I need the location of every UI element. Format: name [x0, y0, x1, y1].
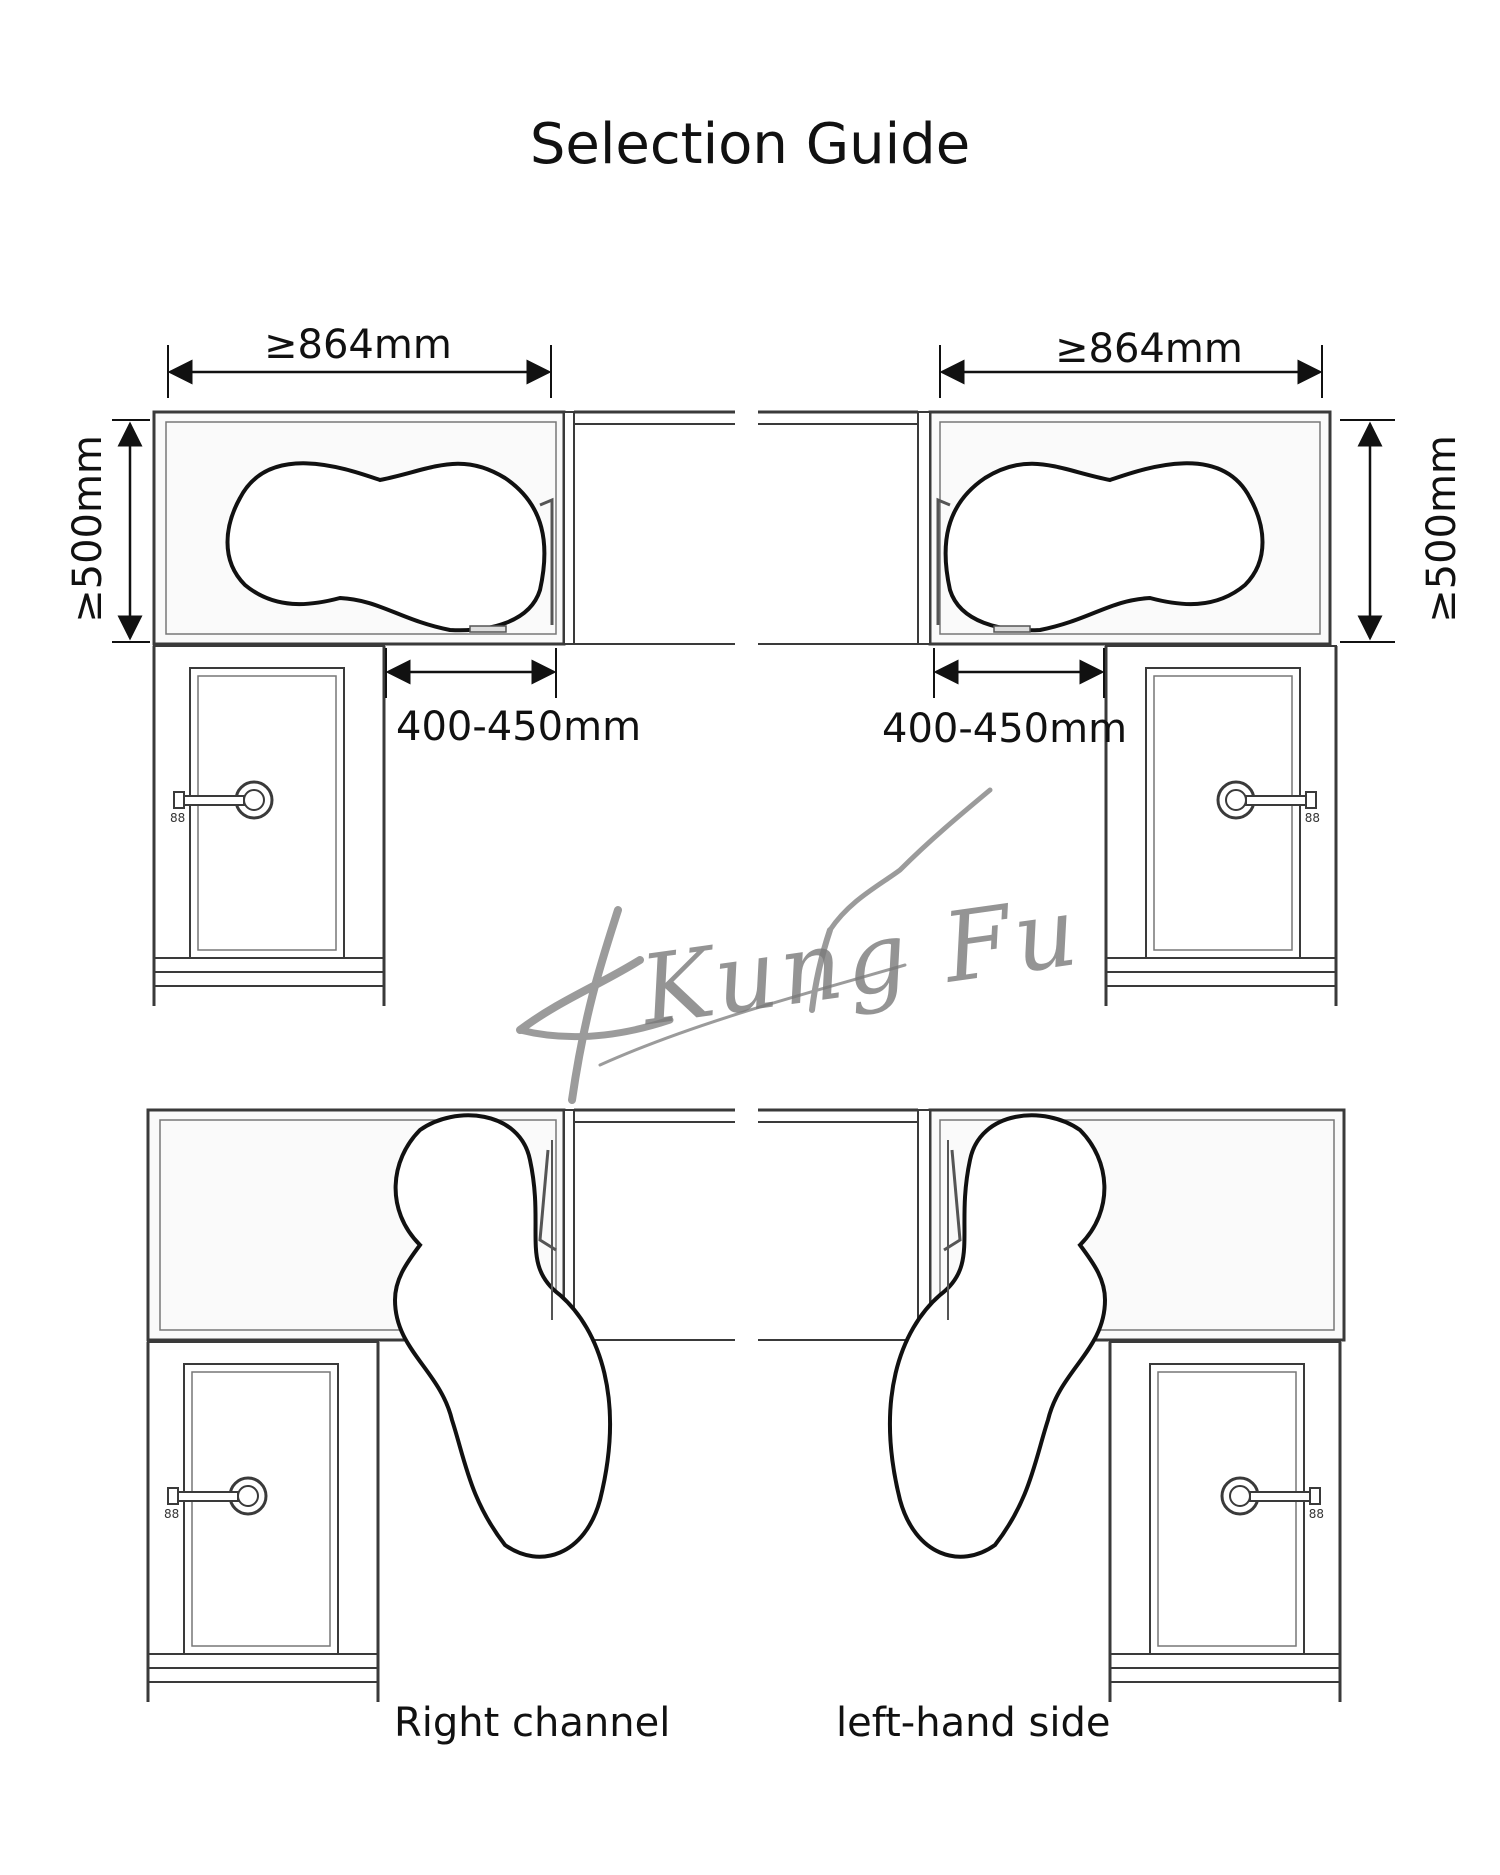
top-left-width-label: ≥864mm — [264, 322, 452, 368]
kidney-tray-swung — [888, 1113, 1108, 1559]
lower-cabinet — [146, 1340, 380, 1704]
top-left-layout — [112, 345, 735, 1008]
kidney-tray-swung — [392, 1113, 612, 1559]
top-left-opening-label: 400-450mm — [396, 704, 642, 750]
lower-cabinet — [1104, 644, 1338, 1008]
watermark-logo — [516, 787, 993, 1104]
kidney-tray — [943, 461, 1265, 633]
top-right-width-label: ≥864mm — [1055, 326, 1243, 372]
top-left-depth-label: ≥500mm — [64, 435, 111, 623]
page-title: Selection Guide — [529, 112, 971, 177]
top-right-opening-label: 400-450mm — [882, 706, 1128, 752]
top-right-layout — [758, 345, 1395, 1008]
kidney-tray — [225, 461, 547, 633]
bottom-right-layout — [758, 1108, 1346, 1704]
top-right-depth-label: ≥500mm — [1418, 435, 1465, 623]
lower-cabinet — [1108, 1340, 1342, 1704]
lower-cabinet — [152, 644, 386, 1008]
bottom-left-layout — [146, 1108, 735, 1704]
caption-right-channel: Right channel — [394, 1700, 671, 1746]
caption-left-hand-side: left-hand side — [836, 1700, 1111, 1746]
